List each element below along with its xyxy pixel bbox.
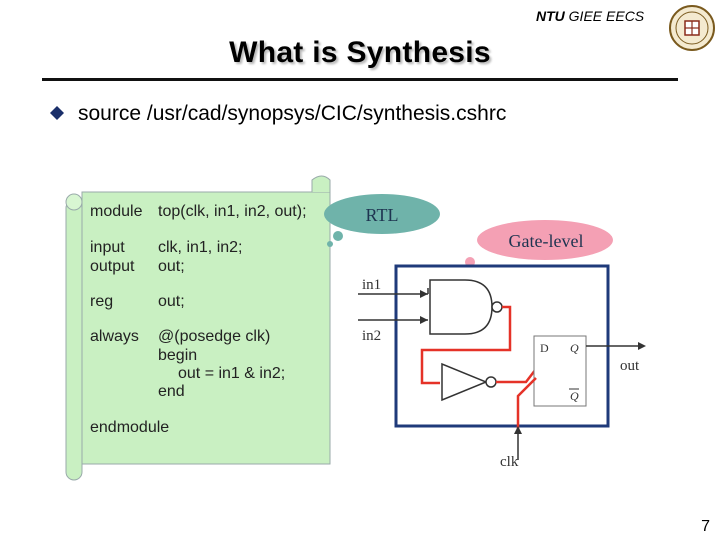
code-end: end <box>158 383 185 400</box>
slide-title: What is Synthesis <box>229 36 491 69</box>
org-rest: GIEE EECS <box>568 8 645 24</box>
code-assign: out = in1 & in2; <box>178 365 286 382</box>
clk-label: clk <box>500 454 519 470</box>
code-kw-always: always <box>90 328 139 345</box>
diamond-bullet-icon <box>50 106 64 120</box>
org-main: NTU <box>536 8 565 24</box>
code-kw-module: module <box>90 203 143 220</box>
flip-flop <box>533 335 587 407</box>
out-label: out <box>620 358 640 374</box>
in1-label: in1 <box>362 277 381 293</box>
nand-gate <box>429 279 493 335</box>
header-org: NTU GIEE EECS <box>536 8 644 24</box>
page-number: 7 <box>701 518 710 535</box>
synthesis-figure: RTL Gate-level in1 in2 D Q Q clk out <box>65 175 646 481</box>
code-arg-always: @(posedge clk) <box>158 328 271 345</box>
university-seal-icon <box>669 5 715 51</box>
code-kw-input: input <box>90 239 125 256</box>
ff-qbar-label: Q <box>570 389 579 403</box>
gate-level-bubble: Gate-level <box>461 220 613 273</box>
code-arg-reg: out; <box>158 293 185 310</box>
code-arg-module: top(clk, in1, in2, out); <box>158 203 307 220</box>
rtl-label: RTL <box>366 205 399 225</box>
rtl-bubble: RTL <box>324 194 440 247</box>
ff-d-label: D <box>540 341 549 355</box>
ff-q-label: Q <box>570 341 579 355</box>
code-begin: begin <box>158 347 198 364</box>
verilog-scroll <box>65 175 331 481</box>
code-kw-output: output <box>90 258 135 275</box>
inverter-gate <box>441 362 488 402</box>
gate-level-label: Gate-level <box>509 231 584 251</box>
title-divider <box>42 78 678 81</box>
code-arg-output: out; <box>158 258 185 275</box>
clock-red-wire <box>516 377 537 432</box>
code-arg-input: clk, in1, in2; <box>158 239 243 256</box>
in2-label: in2 <box>362 328 381 344</box>
bullet-text: source /usr/cad/synopsys/CIC/synthesis.c… <box>78 102 507 125</box>
code-kw-endmodule: endmodule <box>90 419 170 436</box>
code-kw-reg: reg <box>90 293 114 310</box>
nand-to-inverter-wire <box>420 305 512 385</box>
